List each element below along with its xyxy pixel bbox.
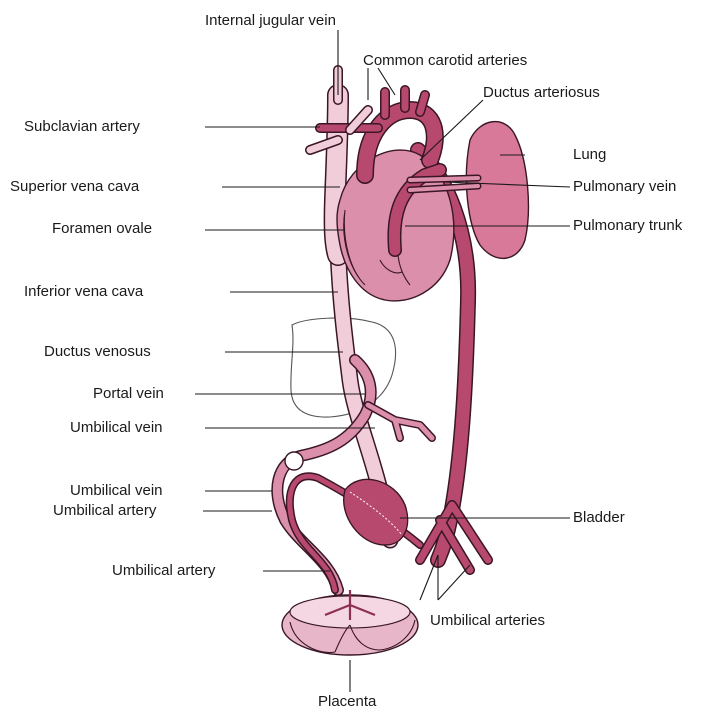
label-subclavian-artery: Subclavian artery xyxy=(24,118,140,136)
label-bladder: Bladder xyxy=(573,509,625,527)
label-pulmonary-vein: Pulmonary vein xyxy=(573,178,676,196)
label-foramen-ovale: Foramen ovale xyxy=(52,220,152,238)
label-umbilical-vein-lower: Umbilical vein xyxy=(70,482,163,500)
label-lung: Lung xyxy=(573,146,606,164)
label-superior-vena-cava: Superior vena cava xyxy=(10,178,139,196)
bladder xyxy=(344,479,408,545)
label-pulmonary-trunk: Pulmonary trunk xyxy=(573,217,682,235)
label-ductus-venosus: Ductus venosus xyxy=(44,343,151,361)
label-ductus-arteriosus: Ductus arteriosus xyxy=(483,84,600,102)
label-common-carotid-arteries: Common carotid arteries xyxy=(363,52,527,70)
label-umbilical-vein-upper: Umbilical vein xyxy=(70,419,163,437)
placenta xyxy=(282,590,418,655)
label-inferior-vena-cava: Inferior vena cava xyxy=(24,283,143,301)
label-umbilical-artery-upper: Umbilical artery xyxy=(53,502,156,520)
label-portal-vein: Portal vein xyxy=(93,385,164,403)
label-umbilical-artery-lower: Umbilical artery xyxy=(112,562,215,580)
lung xyxy=(466,122,528,259)
label-umbilical-arteries: Umbilical arteries xyxy=(430,612,545,630)
label-placenta: Placenta xyxy=(318,693,376,711)
label-internal-jugular-vein: Internal jugular vein xyxy=(205,12,336,30)
